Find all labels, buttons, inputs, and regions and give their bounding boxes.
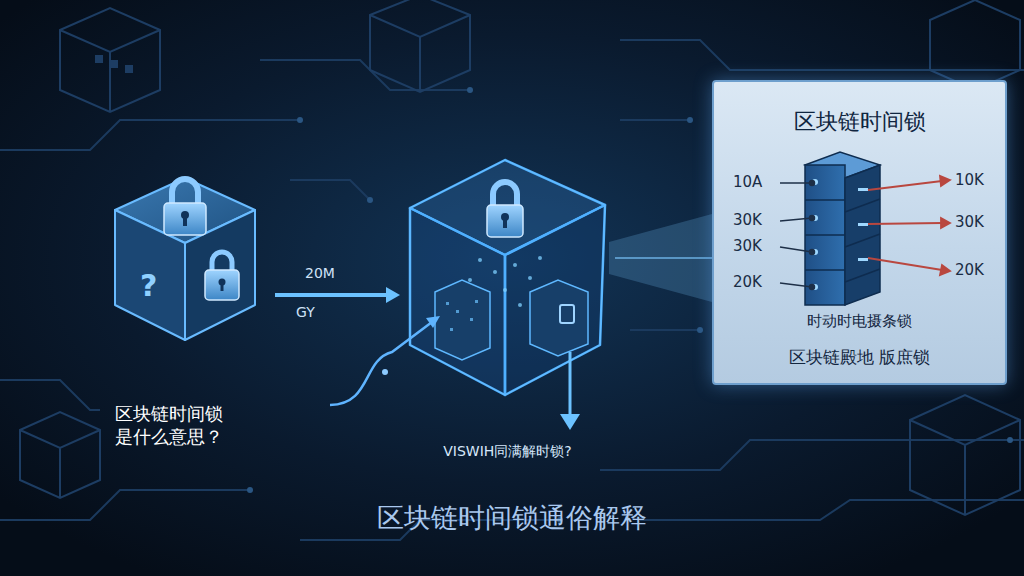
question-cube: 区块链时间锁 是什么意思？ bbox=[105, 175, 275, 460]
light-beam bbox=[609, 214, 712, 302]
question-mark: ? bbox=[140, 268, 157, 304]
question-text: 区块链时间锁 是什么意思？ bbox=[115, 403, 239, 448]
callout-number: 30K bbox=[733, 237, 762, 255]
flow-arrow bbox=[275, 287, 400, 303]
panel-heading: 区块链时间锁 bbox=[724, 108, 995, 136]
callout-number: 20K bbox=[955, 261, 984, 279]
callout-number: 30K bbox=[955, 213, 984, 231]
callout-number: 10A bbox=[733, 173, 762, 191]
callout-number: 10K bbox=[955, 171, 984, 189]
callout-number: 20K bbox=[733, 273, 762, 291]
timelock-cube: VISWIH同满解时锁? bbox=[400, 155, 615, 467]
panel-text: 时动时电摄条锁 bbox=[724, 312, 995, 331]
callout-number: 30K bbox=[733, 211, 762, 229]
edge-label: 20M bbox=[305, 265, 335, 282]
info-panel: 区块链时间锁时动时电摄条锁区块链殿地 版庶锁 bbox=[712, 80, 1007, 385]
cube-caption: VISWIH同满解时锁? bbox=[400, 443, 615, 461]
edge-note: GY bbox=[296, 304, 315, 321]
panel-text: 区块链殿地 版庶锁 bbox=[724, 347, 995, 368]
diagram-title: 区块链时间锁通俗解释 bbox=[0, 502, 1024, 534]
